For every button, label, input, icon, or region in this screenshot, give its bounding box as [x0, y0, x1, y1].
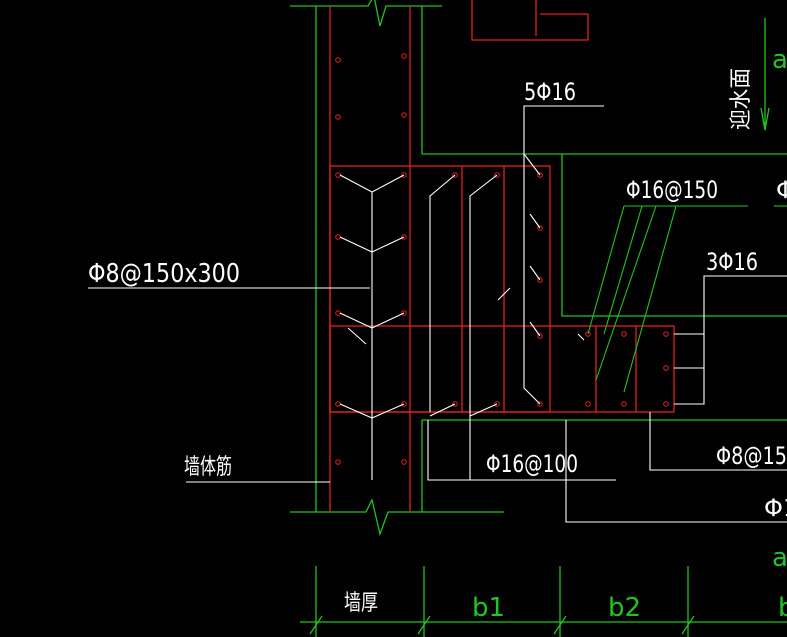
rebar-red	[329, 0, 675, 512]
label-bottom-rebar: Φ16@100	[486, 450, 578, 478]
dim-b3-cut: b	[778, 593, 787, 623]
ties-and-leaders	[88, 105, 787, 523]
label-side-rebar: 3Φ16	[706, 248, 758, 276]
dim-wall-thickness: 墙厚	[344, 591, 378, 616]
label-corner-a-top: a	[772, 45, 787, 75]
label-top-rebar: 5Φ16	[524, 78, 576, 106]
label-wall-rebar: 墙体筋	[184, 455, 232, 480]
label-stirrup: Φ8@15	[716, 442, 787, 470]
label-dist-rebar: Φ16@150	[626, 176, 718, 204]
label-wall-tie: Φ8@150x300	[88, 259, 240, 289]
dim-b1: b1	[472, 593, 505, 623]
dist-rebar-leaders	[587, 205, 787, 393]
rebar-dots	[335, 53, 669, 465]
label-corner-a-bottom: a	[772, 543, 787, 573]
label-stirrup-cut: Φ1	[764, 494, 787, 522]
label-water-face-text: 迎水面	[729, 68, 754, 130]
dim-b2: b2	[608, 593, 641, 623]
concrete-outline	[290, 0, 787, 637]
label-water-face: 迎水面	[729, 68, 754, 130]
label-dist-rebar-cut: Φ	[776, 176, 787, 204]
